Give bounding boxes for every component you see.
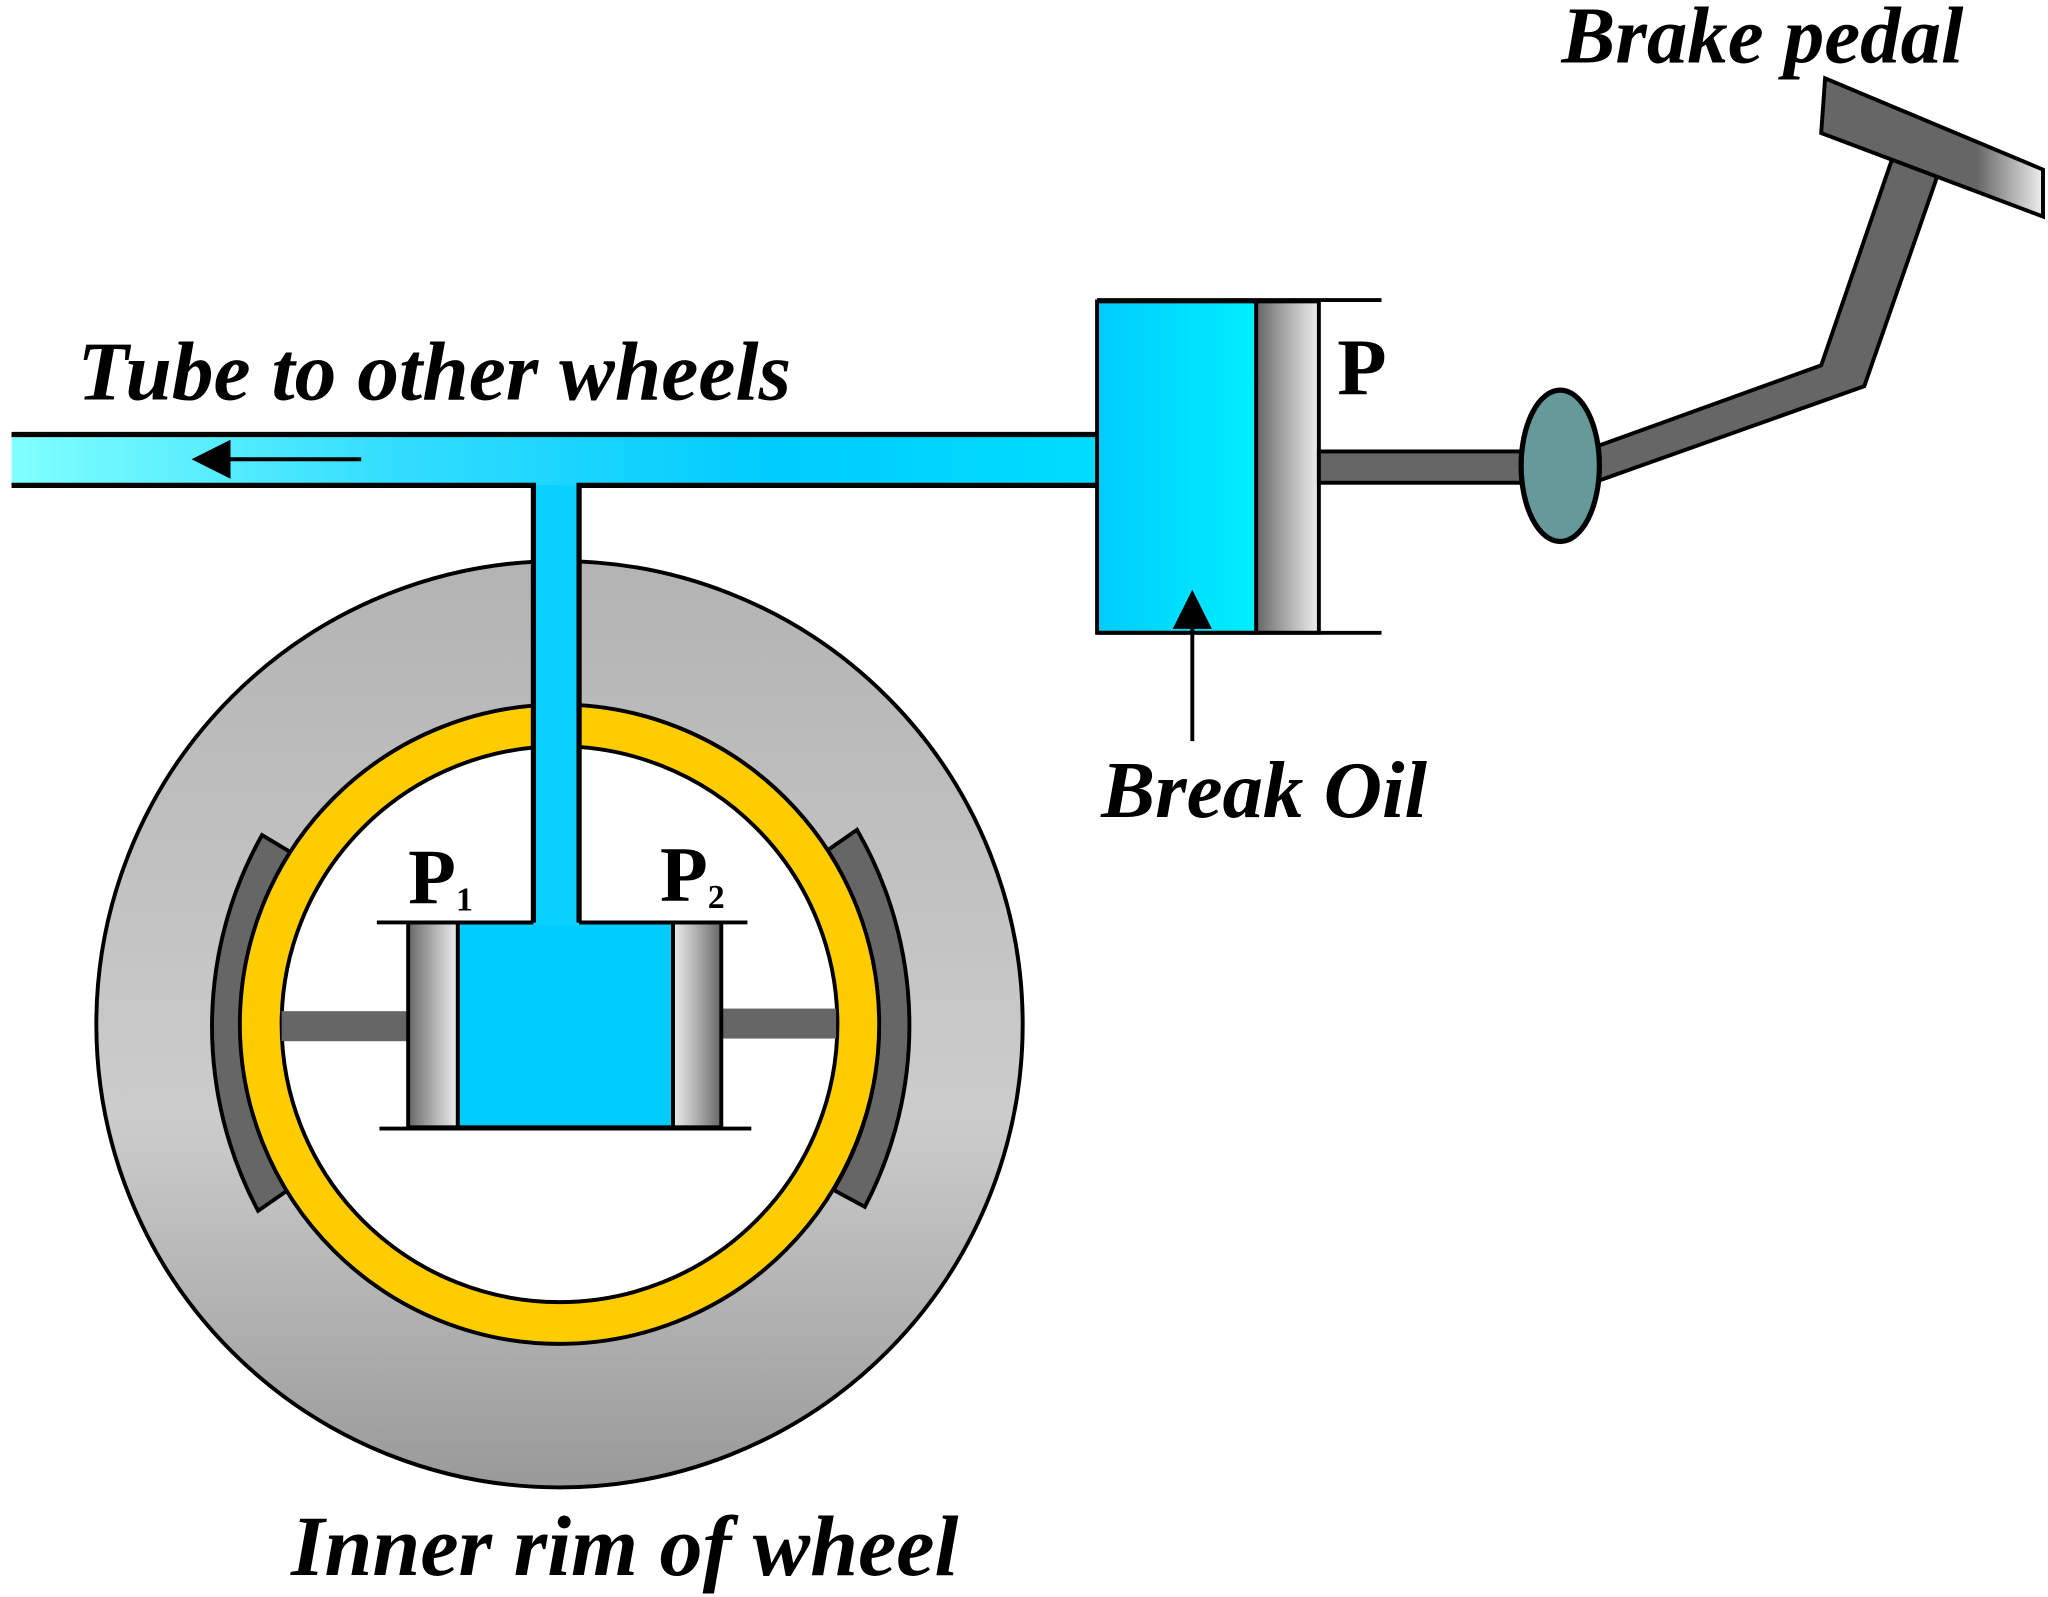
master-piston [1254, 299, 1321, 635]
piston-p2 [671, 920, 724, 1130]
rod-right [721, 1008, 837, 1039]
push-rod [1316, 449, 1533, 485]
piston-p1 [406, 920, 460, 1130]
label-master-piston: P [1337, 323, 1386, 412]
horizontal-tube [11, 434, 1100, 486]
vertical-tube [533, 469, 580, 926]
label-brake-pedal: Brake pedal [1560, 0, 1964, 81]
master-cylinder-oil [1095, 299, 1259, 635]
pedal-arm [1584, 153, 1940, 486]
rod-left [281, 1011, 409, 1042]
pedal-joint [1518, 387, 1602, 545]
label-p2: P2 [660, 830, 725, 917]
pedal-plate [1819, 75, 2045, 220]
label-p1: P1 [408, 833, 473, 920]
label-brake-oil: Break Oil [1100, 746, 1427, 835]
label-tube: Tube to other wheels [77, 326, 791, 418]
label-inner-rim: Inner rim of wheel [290, 1498, 959, 1594]
wheel-cylinder-oil [455, 920, 675, 1130]
